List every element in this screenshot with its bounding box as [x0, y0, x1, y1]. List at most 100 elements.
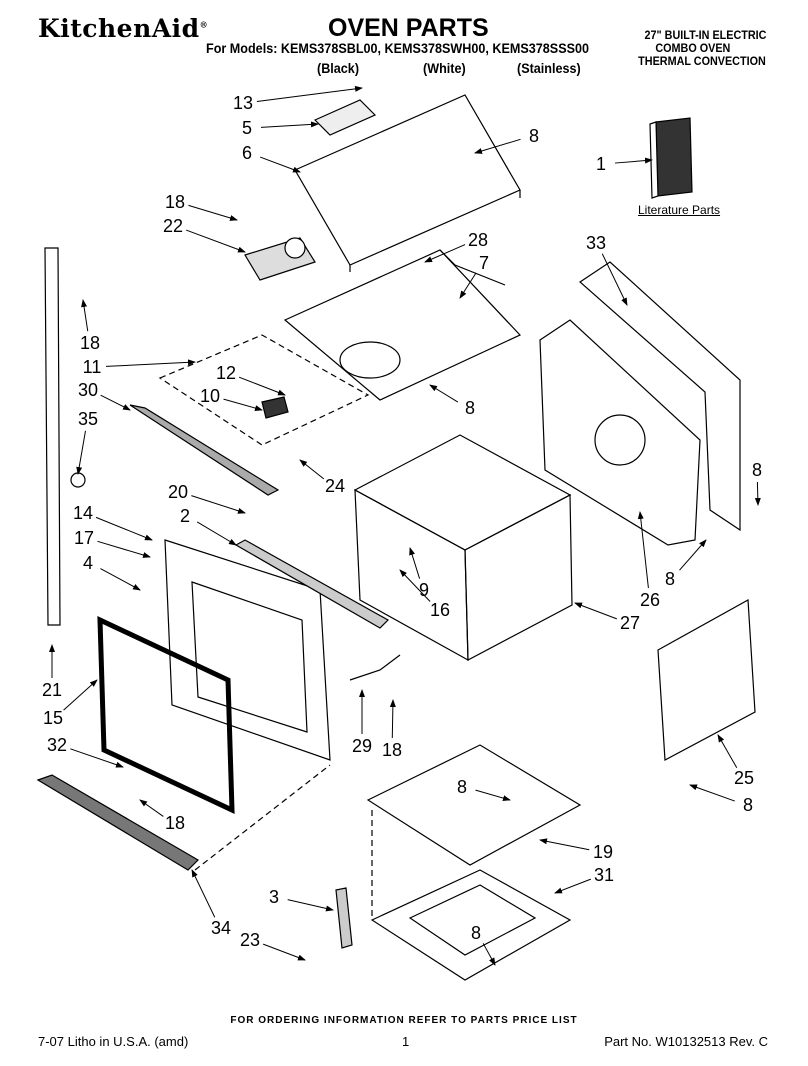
- callout-number: 21: [42, 680, 62, 700]
- callout-leader-line: [196, 521, 237, 546]
- product-description-3: THERMAL CONVECTION: [638, 54, 766, 68]
- part-number: Part No. W10132513 Rev. C: [604, 1034, 768, 1049]
- callout-number: 8: [743, 795, 753, 815]
- callout-number: 6: [242, 143, 252, 163]
- part-door-frame-14: [164, 539, 331, 761]
- brand-logo: KitchenAid®: [38, 14, 209, 43]
- callout-number: 34: [211, 918, 231, 938]
- callout-leader-line: [262, 943, 306, 961]
- part-side-trim-21: [44, 247, 86, 626]
- callout-number: 19: [593, 842, 613, 862]
- callout-number: 18: [165, 813, 185, 833]
- part-light-assembly-11: [158, 334, 370, 446]
- callout-leader-line: [287, 899, 334, 912]
- callout-leader-line: [97, 540, 151, 558]
- part-vent-30: [129, 404, 280, 496]
- callout-number: 30: [78, 380, 98, 400]
- callout-leader-line: [409, 547, 421, 579]
- callout-number: 8: [529, 126, 539, 146]
- variant-white: (White): [423, 60, 466, 76]
- part-oven-cavity-27: [353, 434, 573, 662]
- callout-leader-line: [554, 878, 592, 894]
- part-rear-panel-33: [579, 261, 741, 532]
- callout-leader-line: [637, 511, 649, 589]
- product-description-2: COMBO OVEN: [654, 41, 730, 55]
- callout-leader-line: [188, 204, 238, 221]
- part-glass-10: [261, 396, 289, 419]
- callout-number: 28: [468, 230, 488, 250]
- callout-number: 7: [479, 253, 489, 273]
- callout-leader-line: [238, 376, 286, 396]
- product-description-1: 27" BUILT-IN ELECTRIC: [644, 28, 766, 42]
- callout-number: 16: [430, 600, 450, 620]
- part-element-29: [349, 654, 401, 681]
- callout-leader-line: [256, 85, 363, 102]
- callout-leader-line: [717, 734, 738, 768]
- callout-leader-line: [429, 384, 459, 403]
- callout-leader-line: [482, 943, 496, 966]
- callout-leader-line: [100, 394, 131, 411]
- callout-number: 8: [752, 460, 762, 480]
- callout-number: 11: [83, 357, 102, 377]
- callout-number: 35: [78, 409, 98, 429]
- callout-leader-line: [424, 244, 466, 263]
- callout-leader-line: [70, 748, 124, 768]
- part-trim-34: [36, 774, 199, 871]
- callout-leader-line: [474, 138, 521, 154]
- callout-leader-line: [81, 299, 89, 332]
- callout-number: 31: [594, 865, 614, 885]
- part-gasket-15: [97, 616, 235, 814]
- callout-leader-line: [105, 359, 196, 367]
- callout-number: 10: [200, 386, 220, 406]
- callout-leader-line: [601, 253, 628, 306]
- callout-leader-line: [260, 156, 301, 173]
- callout-number: 2: [180, 506, 190, 526]
- callout-number: 29: [352, 736, 372, 756]
- callout-number: 8: [457, 777, 467, 797]
- part-vent-2: [234, 539, 389, 629]
- literature-parts-label: Literature Parts: [638, 203, 721, 217]
- part-bracket-22: [244, 237, 316, 281]
- callout-number: 26: [640, 590, 660, 610]
- callout-number: 3: [269, 887, 279, 907]
- page-title: OVEN PARTS: [328, 14, 489, 42]
- callout-leader-line: [76, 430, 86, 475]
- callout-leader-line: [191, 869, 216, 918]
- callout-number: 18: [80, 333, 100, 353]
- part-bottom-panel: [283, 249, 522, 401]
- callout-number: 25: [734, 768, 754, 788]
- callout-leader-line: [539, 838, 590, 851]
- callout-number: 18: [165, 192, 185, 212]
- callout-leader-line: [614, 157, 653, 164]
- callout-leader-line: [689, 784, 735, 802]
- callout-number: 22: [163, 216, 183, 236]
- callout-number: 1: [596, 154, 606, 174]
- variant-stainless: (Stainless): [517, 60, 581, 76]
- models-line: For Models: KEMS378SBL00, KEMS378SWH00, …: [206, 40, 590, 56]
- callout-leader-line: [139, 799, 164, 817]
- callout-number: 13: [233, 93, 253, 113]
- callout-leader-line: [260, 121, 319, 128]
- callout-number: 32: [47, 735, 67, 755]
- part-shield-19: [366, 744, 582, 866]
- callout-leader-line: [459, 272, 477, 299]
- callout-leader-line: [574, 602, 618, 620]
- callout-number: 4: [83, 553, 93, 573]
- callout-number: 15: [43, 708, 63, 728]
- callout-leader-line: [63, 679, 98, 711]
- litho-note: 7-07 Litho in U.S.A. (amd): [38, 1034, 189, 1049]
- ordering-note: FOR ORDERING INFORMATION REFER TO PARTS …: [230, 1015, 578, 1026]
- callout-number: 9: [419, 580, 429, 600]
- callout-leader-line: [95, 516, 153, 541]
- callout-leader-line: [299, 459, 325, 480]
- part-base-31: [370, 869, 572, 981]
- part-literature: [649, 117, 693, 199]
- variant-black: (Black): [317, 60, 360, 76]
- callout-leader-line: [100, 568, 141, 591]
- part-rear-panel-26: [539, 319, 701, 546]
- callout-leader-line: [223, 398, 263, 411]
- callout-leader-line: [679, 539, 707, 571]
- callout-leader-line: [185, 229, 246, 253]
- callout-number: 27: [620, 613, 640, 633]
